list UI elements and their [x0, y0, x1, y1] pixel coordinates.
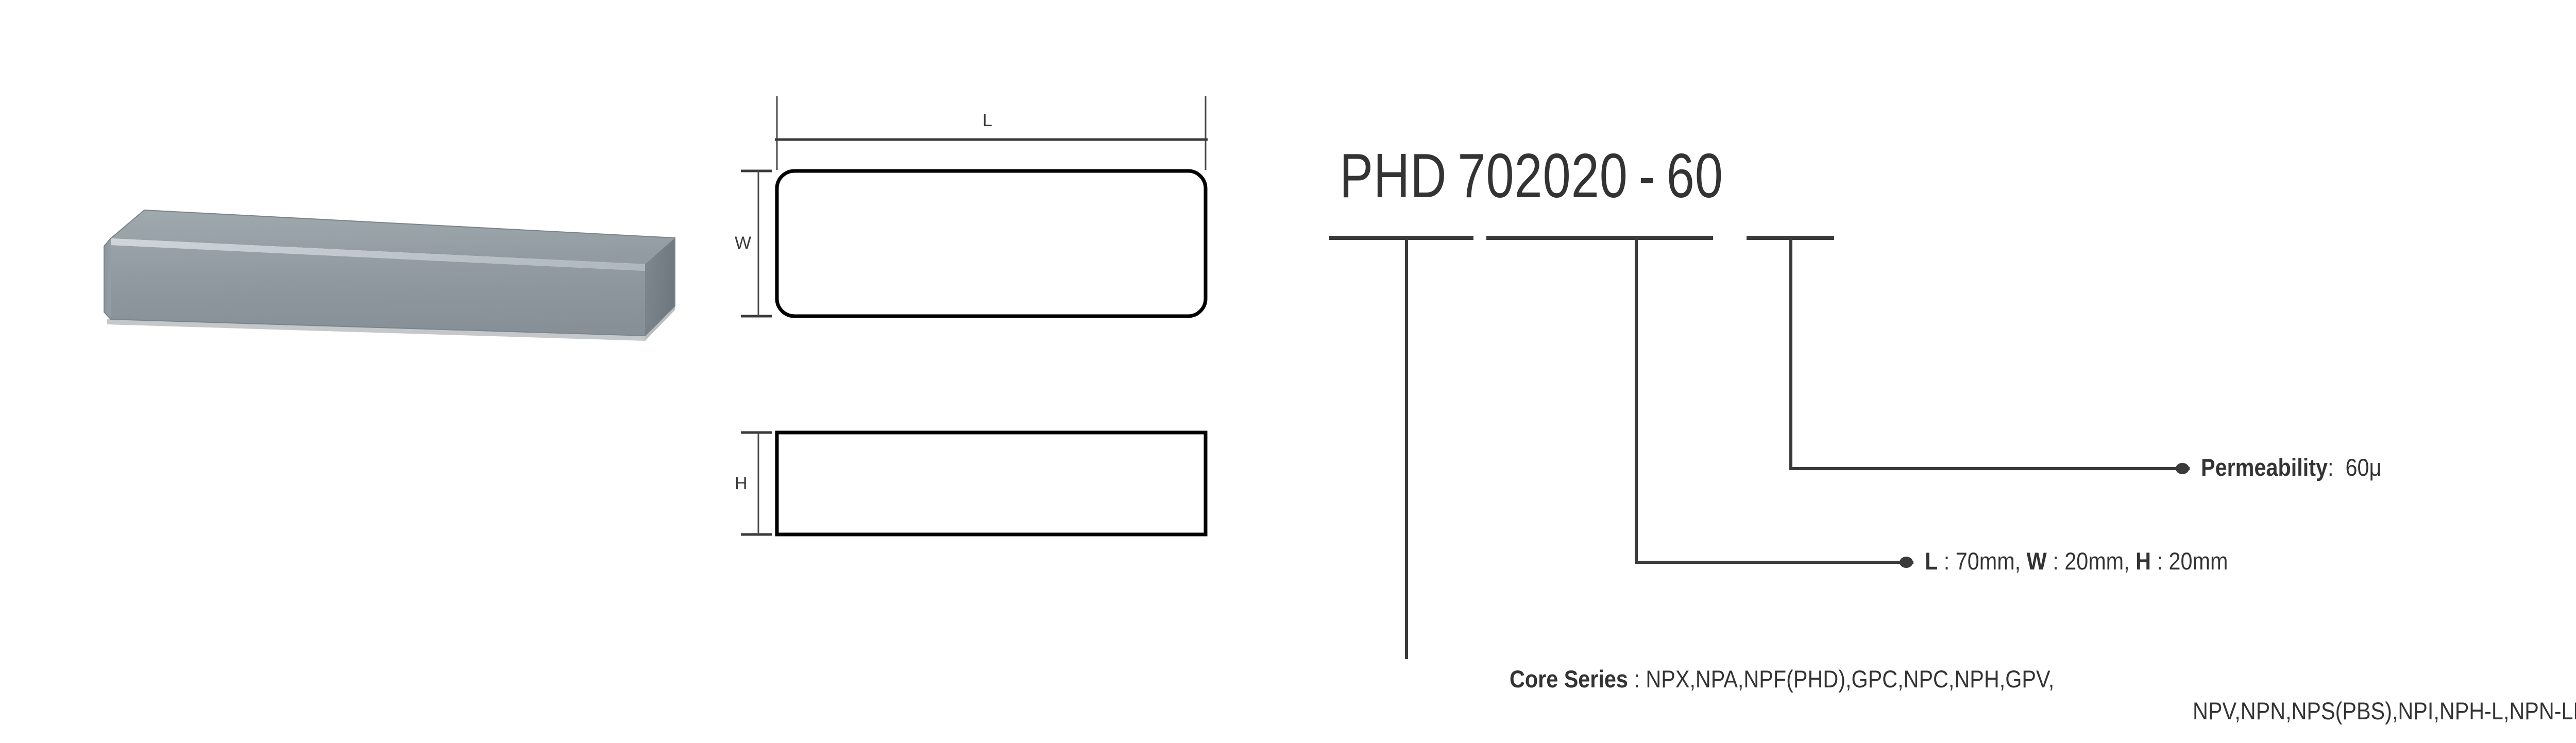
callout-permeability-value: 60μ	[2345, 454, 2382, 481]
dimension-label-H: H	[735, 474, 748, 493]
leader-permeability	[1789, 238, 2576, 470]
callout-core-series-line1: NPX,NPA,NPF(PHD),GPC,NPC,NPH,GPV,	[1646, 665, 2055, 693]
pn-segment-dash: -	[1638, 141, 1656, 211]
dimension-H	[741, 431, 772, 536]
callout-dim-H-value: 20mm	[2168, 547, 2228, 575]
side-view-rect	[775, 430, 1208, 537]
leader-core-series-mask	[1498, 664, 2576, 696]
bar-top-edge-highlight	[111, 238, 645, 271]
leader-dimensions-mask	[1913, 547, 2576, 579]
bar-right-end-face	[645, 238, 675, 336]
dimension-label-W: W	[735, 233, 752, 253]
callout-dimensions: L : 70mm, W : 20mm, H : 20mm	[1925, 547, 2228, 575]
bar-bottom-shadow	[107, 319, 645, 341]
callout-core-series-line1-wrap: Core Series : NPX,NPA,NPF(PHD),GPC,NPC,N…	[1510, 665, 2054, 693]
pn-segment-core-series: PHD	[1340, 141, 1447, 211]
leader-dimensions	[1635, 238, 2576, 564]
callout-core-series-line2: NPV,NPN,NPS(PBS),NPI,NPH-L,NPN-LH	[2193, 697, 2576, 725]
technical-drawing: L W H	[732, 93, 1278, 649]
callout-dim-L-value: 70mm	[1955, 547, 2015, 575]
callout-permeability-separator: :	[2327, 454, 2334, 481]
bar-top-face	[111, 210, 675, 264]
callout-dim-L-sep: :	[1943, 547, 1950, 575]
leader-lines-svg	[1329, 236, 2576, 659]
callout-dim-W-sep: :	[2053, 547, 2059, 575]
pn-segment-dimensions: 702020	[1458, 141, 1628, 211]
bar-outline	[104, 209, 675, 337]
callout-dim-H-sep: :	[2157, 547, 2163, 575]
callout-dim-W-value: 20mm	[2064, 547, 2124, 575]
callout-permeability-label: Permeability	[2201, 454, 2328, 481]
leader-core-series	[1405, 238, 1408, 659]
bar-left-end-face	[104, 238, 111, 319]
leader-permeability-mask	[2190, 453, 2576, 485]
dimension-W	[741, 169, 772, 318]
top-view-rect	[775, 169, 1208, 318]
callout-core-series-separator: :	[1634, 665, 1640, 693]
bar-core-3d-render	[93, 154, 701, 402]
callout-dim-W-key: W	[2026, 547, 2047, 575]
dimension-label-L: L	[982, 111, 993, 130]
callout-permeability: Permeability: 60μ	[2201, 453, 2381, 481]
bar-end-bottom-shadow	[645, 306, 675, 341]
callout-core-series: Core Series : NPX,NPA,NPF(PHD),GPC,NPC,N…	[1510, 663, 2576, 727]
bar-front-face	[111, 245, 645, 336]
dimension-L	[775, 96, 1208, 170]
bar-core-svg	[104, 209, 675, 341]
technical-drawing-svg	[741, 96, 1208, 537]
callout-core-series-label: Core Series	[1510, 665, 1628, 693]
callout-dim-H-key: H	[2136, 547, 2151, 575]
leader-dimensions-dot	[1900, 557, 1913, 568]
pn-segment-permeability: 60	[1666, 141, 1723, 211]
callout-dim-L-key: L	[1925, 547, 1938, 575]
leader-permeability-dot	[2176, 463, 2189, 474]
